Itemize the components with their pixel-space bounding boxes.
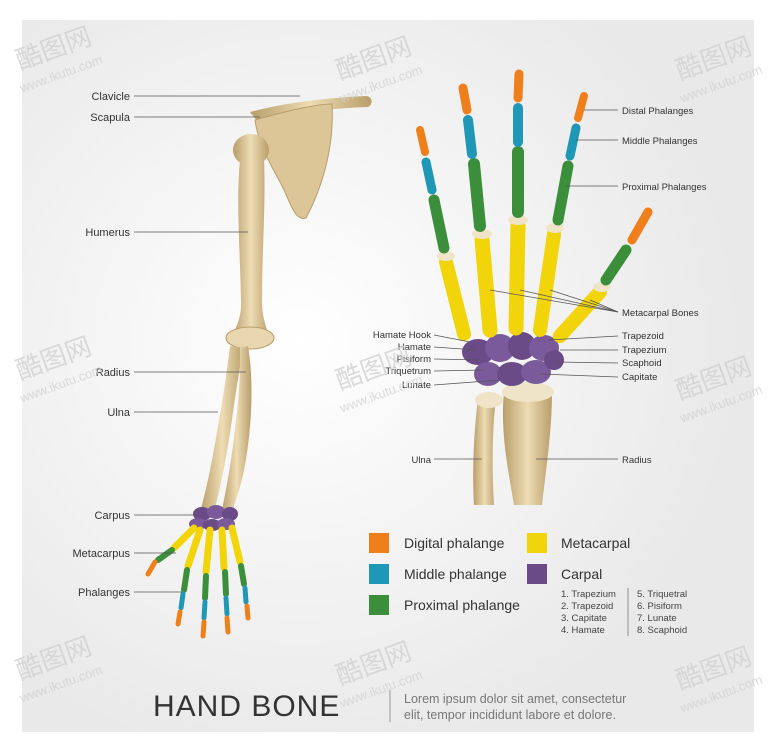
- arm-labels: Clavicle Scapula Humerus Radius Ulna Car…: [73, 91, 131, 599]
- scapula-bone: [254, 103, 333, 219]
- label-clavicle: Clavicle: [91, 91, 130, 103]
- label-humerus: Humerus: [85, 227, 130, 239]
- label-scaphoid: Scaphoid: [622, 358, 662, 369]
- carpal-item-5: 5. Triquetral: [637, 589, 687, 600]
- label-hand-ulna: Ulna: [411, 455, 431, 466]
- hand-radius-bone: [502, 392, 552, 505]
- arm-carpus: [189, 505, 238, 531]
- label-metacarpal-bones: Metacarpal Bones: [622, 308, 699, 319]
- description-line-1: Lorem ipsum dolor sit amet, consectetur: [404, 692, 626, 706]
- humerus-bone: [232, 160, 270, 338]
- legend-swatch-proximal: [369, 595, 389, 615]
- hand-distal-phalanges: [416, 69, 653, 245]
- hand-proximal-phalanges: [428, 146, 632, 286]
- label-trapezium: Trapezium: [622, 345, 667, 356]
- legend-swatch-carpal: [527, 564, 547, 584]
- hand-leader-lines: [433, 109, 619, 460]
- label-radius: Radius: [96, 367, 131, 379]
- humerus-head: [233, 134, 269, 166]
- label-middle-phalanges: Middle Phalanges: [622, 136, 698, 147]
- carpal-item-1: 1. Trapezium: [561, 589, 616, 600]
- carpal-item-3: 3. Capitate: [561, 613, 607, 624]
- carpal-item-6: 6. Pisiform: [637, 601, 682, 612]
- carpal-list: 1. Trapezium 2. Trapezoid 3. Capitate 4.…: [561, 588, 687, 636]
- legend-label-metacarpal: Metacarpal: [561, 535, 630, 551]
- elbow-joint: [225, 326, 275, 350]
- label-lunate: Lunate: [402, 380, 431, 391]
- hand-labels-right: Distal Phalanges Middle Phalanges Proxim…: [622, 106, 707, 466]
- label-scapula: Scapula: [90, 112, 131, 124]
- label-phalanges: Phalanges: [78, 587, 130, 599]
- hand-illustration: [416, 69, 653, 505]
- label-pisiform: Pisiform: [397, 354, 431, 365]
- label-distal-phalanges: Distal Phalanges: [622, 106, 694, 117]
- legend-swatch-metacarpal: [527, 533, 547, 553]
- legend-label-carpal: Carpal: [561, 566, 602, 582]
- legend-label-proximal: Proximal phalange: [404, 597, 520, 613]
- arm-fingers: [175, 563, 251, 639]
- arm-metacarpals: [170, 524, 244, 576]
- label-trapezoid: Trapezoid: [622, 331, 664, 342]
- label-hamate: Hamate: [398, 342, 431, 353]
- hand-carpals: [462, 332, 564, 386]
- label-carpus: Carpus: [95, 510, 131, 522]
- ulna-bone: [200, 346, 244, 512]
- radius-bone: [222, 346, 252, 512]
- label-metacarpus: Metacarpus: [73, 548, 131, 560]
- description-line-2: elit, tempor incididunt labore et dolore…: [404, 708, 616, 722]
- arm-leader-lines: [134, 95, 300, 593]
- legend-swatch-middle: [369, 564, 389, 584]
- legend-label-middle: Middle phalange: [404, 566, 507, 582]
- hand-ulna-bone: [473, 398, 496, 505]
- label-ulna: Ulna: [107, 407, 131, 419]
- carpal-item-4: 4. Hamate: [561, 625, 605, 636]
- label-proximal-phalanges: Proximal Phalanges: [622, 182, 707, 193]
- label-hand-radius: Radius: [622, 455, 652, 466]
- page-title: HAND BONE: [153, 690, 340, 723]
- label-hamate-hook: Hamate Hook: [373, 330, 431, 341]
- hand-metacarpals: [439, 218, 607, 343]
- legend: Digital phalange Metacarpal Middle phala…: [369, 533, 630, 615]
- hand-middle-phalanges: [421, 103, 581, 195]
- legend-label-digital: Digital phalange: [404, 535, 505, 551]
- carpal-item-7: 7. Lunate: [637, 613, 677, 624]
- label-triquetrum: Triquetrum: [385, 366, 431, 377]
- legend-swatch-digital: [369, 533, 389, 553]
- label-capitate: Capitate: [622, 372, 657, 383]
- arm-illustration: [145, 96, 372, 639]
- hand-labels-left: Hamate Hook Hamate Pisiform Triquetrum L…: [373, 330, 432, 466]
- carpal-item-2: 2. Trapezoid: [561, 601, 613, 612]
- carpal-item-8: 8. Scaphoid: [637, 625, 687, 636]
